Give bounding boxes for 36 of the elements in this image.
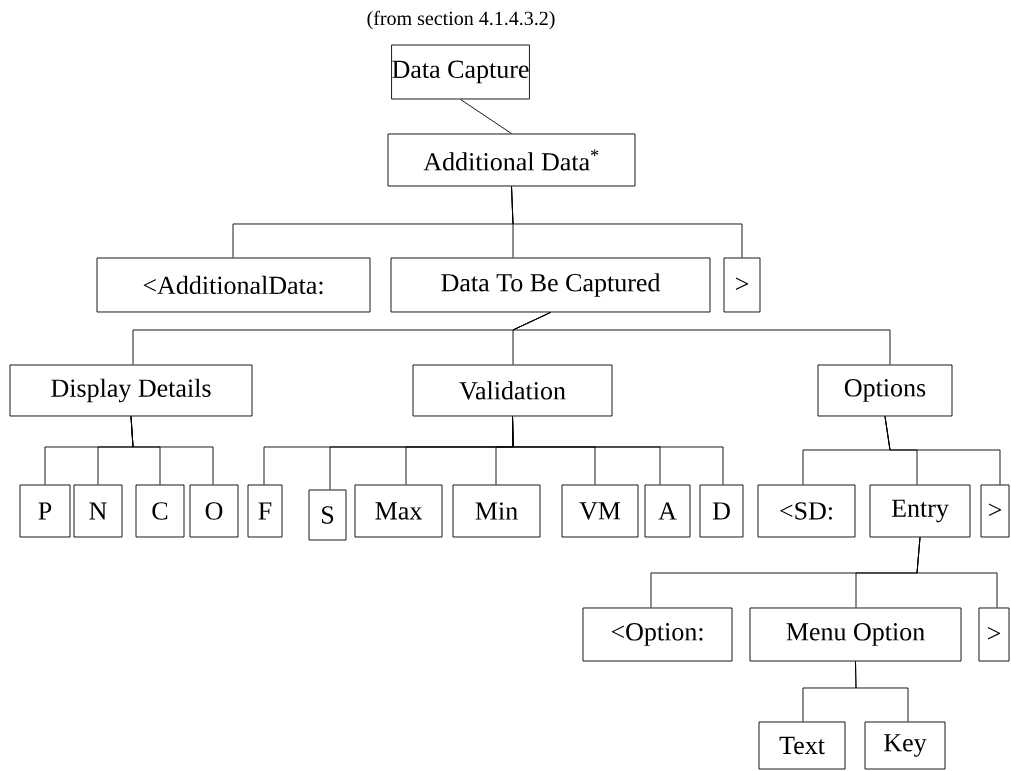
tree-box: Validation — [412, 364, 613, 417]
tree-box: O — [189, 484, 239, 538]
connector-line — [512, 416, 724, 485]
connector-line — [511, 186, 743, 258]
tree-box: Additional Data$^{*}$ — [387, 133, 636, 187]
tree-box: Text — [758, 721, 846, 770]
tree-box: Data To Be Captured — [390, 257, 711, 313]
connector-line — [460, 99, 512, 134]
tree-box: VM — [561, 484, 639, 538]
tree-box: <AdditionalData: — [96, 257, 371, 313]
tree-box: Max — [354, 484, 443, 538]
tree-box: N — [73, 484, 123, 538]
tree-box: A — [644, 484, 691, 538]
tree-box: Options — [817, 364, 953, 417]
tree-box: D — [699, 484, 744, 538]
tree-box: Min — [452, 484, 541, 538]
tree-box: > — [980, 484, 1010, 538]
tree-box: C — [135, 484, 185, 538]
connector-line — [884, 416, 1001, 485]
connector-line — [130, 416, 214, 485]
connector-line — [512, 312, 891, 365]
tree-box: F — [247, 484, 283, 538]
tree-box: P — [19, 484, 71, 538]
connector-line — [916, 537, 998, 608]
tree-box: > — [723, 257, 761, 313]
connector-line — [855, 661, 909, 722]
tree-box: <Option: — [582, 607, 733, 662]
tree-box: Menu Option — [749, 607, 962, 662]
tree-box: Key — [864, 721, 946, 770]
tree-box: S — [308, 489, 347, 541]
tree-box: Display Details — [9, 364, 253, 417]
tree-box: Data Capture — [391, 44, 530, 100]
tree-box: Entry — [869, 484, 971, 538]
tree-box: <SD: — [757, 484, 856, 538]
caption-text: (from section 4.1.4.3.2) — [367, 10, 555, 30]
tree-box: > — [978, 607, 1010, 662]
